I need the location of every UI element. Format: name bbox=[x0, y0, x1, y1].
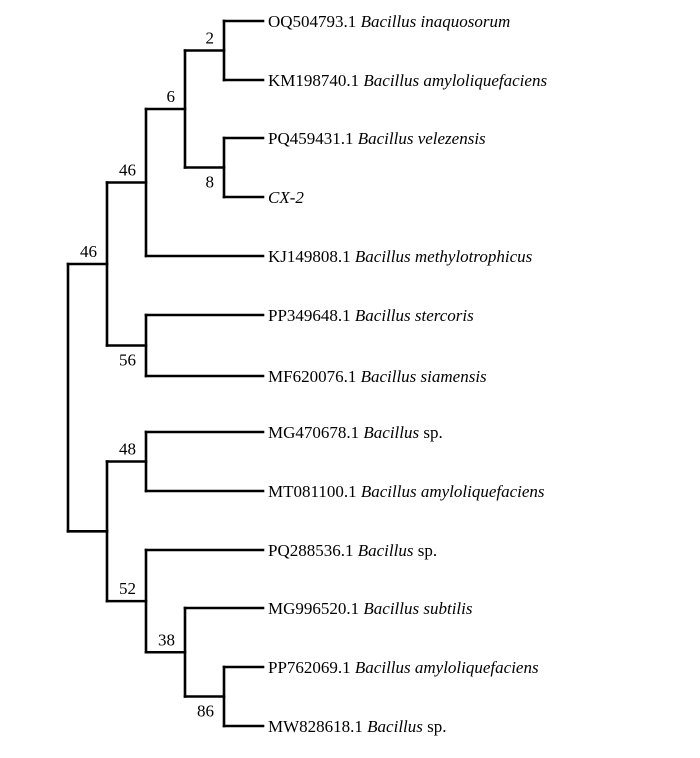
species-name: Bacillus bbox=[358, 541, 414, 560]
taxon-label: MG470678.1 Bacillus sp. bbox=[268, 423, 443, 442]
bootstrap-value: 2 bbox=[206, 29, 215, 48]
accession-number: MG470678.1 bbox=[268, 423, 363, 442]
taxon-label: MF620076.1 Bacillus siamensis bbox=[268, 367, 487, 386]
taxon-label: MW828618.1 Bacillus sp. bbox=[268, 717, 447, 736]
accession-number: MT081100.1 bbox=[268, 482, 361, 501]
bootstrap-value: 6 bbox=[167, 87, 176, 106]
accession-number: PP349648.1 bbox=[268, 306, 355, 325]
accession-number: PQ288536.1 bbox=[268, 541, 358, 560]
accession-number: OQ504793.1 bbox=[268, 12, 361, 31]
taxon-label: MG996520.1 Bacillus subtilis bbox=[268, 599, 473, 618]
bootstrap-value: 46 bbox=[119, 161, 136, 180]
species-name: Bacillus inaquosorum bbox=[361, 12, 511, 31]
species-name: Bacillus bbox=[363, 423, 419, 442]
species-name: Bacillus velezensis bbox=[358, 129, 486, 148]
taxon-label: PQ459431.1 Bacillus velezensis bbox=[268, 129, 486, 148]
species-name: Bacillus stercoris bbox=[355, 306, 474, 325]
species-name: Bacillus amyloliquefaciens bbox=[361, 482, 545, 501]
accession-number: PP762069.1 bbox=[268, 658, 355, 677]
taxon-label: PP762069.1 Bacillus amyloliquefaciens bbox=[268, 658, 539, 677]
species-suffix: sp. bbox=[419, 423, 443, 442]
species-name: Bacillus methylotrophicus bbox=[355, 247, 533, 266]
bootstrap-value: 8 bbox=[206, 173, 215, 192]
taxon-label: KM198740.1 Bacillus amyloliquefaciens bbox=[268, 71, 547, 90]
bootstrap-value: 56 bbox=[119, 351, 136, 370]
species-name: Bacillus subtilis bbox=[363, 599, 472, 618]
taxon-label: OQ504793.1 Bacillus inaquosorum bbox=[268, 12, 510, 31]
accession-number: KJ149808.1 bbox=[268, 247, 355, 266]
accession-number: MF620076.1 bbox=[268, 367, 361, 386]
bootstrap-value: 48 bbox=[119, 440, 136, 459]
bootstrap-value: 46 bbox=[80, 242, 97, 261]
accession-number: KM198740.1 bbox=[268, 71, 363, 90]
taxon-label: PQ288536.1 Bacillus sp. bbox=[268, 541, 437, 560]
taxon-label: PP349648.1 Bacillus stercoris bbox=[268, 306, 474, 325]
accession-number: MW828618.1 bbox=[268, 717, 367, 736]
species-suffix: sp. bbox=[413, 541, 437, 560]
species-name: Bacillus amyloliquefaciens bbox=[355, 658, 539, 677]
taxon-label: MT081100.1 Bacillus amyloliquefaciens bbox=[268, 482, 545, 501]
taxon-label: KJ149808.1 Bacillus methylotrophicus bbox=[268, 247, 533, 266]
bootstrap-value: 52 bbox=[119, 579, 136, 598]
taxon-label: CX-2 bbox=[268, 188, 304, 207]
bootstrap-value: 38 bbox=[158, 630, 175, 649]
species-name: Bacillus amyloliquefaciens bbox=[363, 71, 547, 90]
species-name: Bacillus bbox=[367, 717, 423, 736]
species-name: CX-2 bbox=[268, 188, 304, 207]
accession-number: MG996520.1 bbox=[268, 599, 363, 618]
species-suffix: sp. bbox=[423, 717, 447, 736]
species-name: Bacillus siamensis bbox=[361, 367, 487, 386]
bootstrap-value: 86 bbox=[197, 702, 214, 721]
accession-number: PQ459431.1 bbox=[268, 129, 358, 148]
